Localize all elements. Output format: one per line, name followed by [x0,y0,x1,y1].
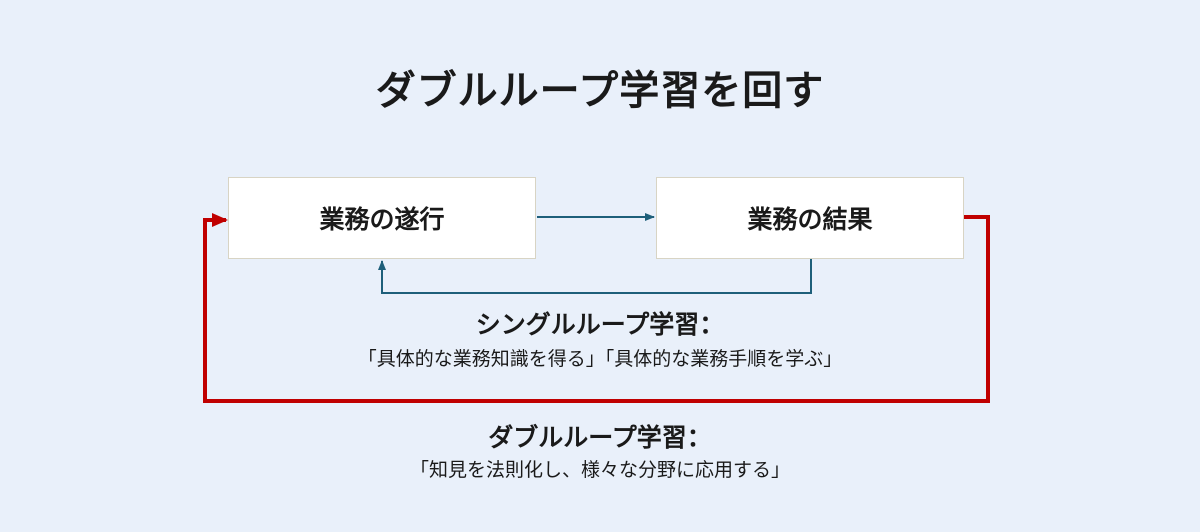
double-loop-heading: ダブルループ学習： [488,423,712,452]
double-loop-arrow [203,213,990,403]
business-execution-box: 業務の遂行 [228,177,536,259]
single-loop-arrow [378,259,812,294]
business-result-label: 業務の結果 [747,205,873,234]
single-loop-description: 「具体的な業務知識を得る」「具体的な業務手順を学ぶ」 [357,348,843,370]
diagram-title: ダブルループ学習を回す [375,68,825,114]
double-loop-description: 「知見を法則化し、様々な分野に応用する」 [409,459,790,481]
business-execution-label: 業務の遂行 [319,205,445,234]
single-loop-heading: シングルループ学習： [475,310,725,339]
business-result-box: 業務の結果 [656,177,964,259]
